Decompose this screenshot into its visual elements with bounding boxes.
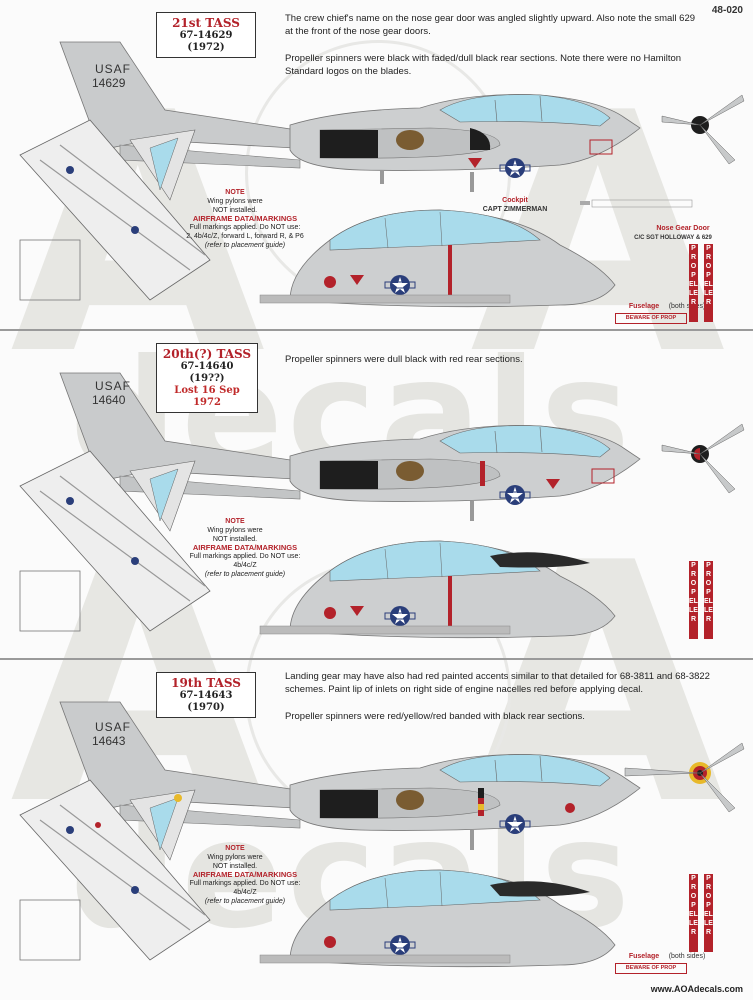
cockpit-label: Cockpit xyxy=(502,197,528,204)
propeller-stencil-strip-2: PROPELLER xyxy=(704,561,713,639)
tail-code-top: USAF xyxy=(95,62,132,76)
pylon-note-text: Wing pylons were NOT installed. xyxy=(207,198,263,214)
airframe-data-header: AIRFRAME DATA/MARKINGS xyxy=(192,543,298,552)
airframe-data-line1: Full markings applied. Do NOT use: xyxy=(189,224,301,231)
scheme-note-2: Propeller spinners were red/yellow/red b… xyxy=(285,711,585,722)
serial-number: 67-14640 xyxy=(180,361,234,372)
pylon-note-label: NOTE Wing pylons were NOT installed. xyxy=(200,188,270,215)
scheme-note-1: The crew chief's name on the nose gear d… xyxy=(285,13,696,37)
section-divider-2 xyxy=(0,658,753,660)
side-view-aircraft xyxy=(59,41,745,208)
fuselage-sub-label: (both sides) xyxy=(668,303,706,310)
scheme-title-box: 21st TASS 67-14629 (1972) xyxy=(156,12,256,58)
scheme-section-1: 21st TASS 67-14629 (1972) The crew chief… xyxy=(0,0,753,329)
pylon-note-label: NOTE Wing pylons were NOT installed. xyxy=(200,517,270,544)
pylon-note-text: Wing pylons were NOT installed. xyxy=(207,527,263,543)
unit-title: 19th TASS xyxy=(171,676,241,690)
pylon-note-header: NOTE xyxy=(225,189,245,196)
scheme-title-box: 20th(?) TASS 67-14640 (19??) Lost 16 Sep… xyxy=(156,343,258,413)
scheme-section-3: 19th TASS 67-14643 (1970) Landing gear m… xyxy=(0,660,753,1000)
plan-view-aircraft xyxy=(19,450,211,632)
airframe-data-block: AIRFRAME DATA/MARKINGS Full markings app… xyxy=(185,543,305,579)
scheme-year: (19??) xyxy=(189,373,225,384)
propeller-stencil-strip: PROPELLER xyxy=(689,244,698,322)
pylon-note-header: NOTE xyxy=(225,518,245,525)
unit-title: 21st TASS xyxy=(172,16,240,30)
propeller-stencil-strip: PROPELLER xyxy=(689,874,698,952)
beware-of-prop-decal: BEWARE OF PROP xyxy=(615,963,687,974)
propeller-stencil-strip-2: PROPELLER xyxy=(704,874,713,952)
scheme-note-2: Propeller spinners were black with faded… xyxy=(285,53,682,77)
scheme-note-1: Propeller spinners were dull black with … xyxy=(285,354,523,365)
unit-title: 20th(?) TASS xyxy=(162,347,252,361)
loss-note: Lost 16 Sep 1972 xyxy=(174,385,240,408)
detail-view-fuselage xyxy=(259,209,616,308)
fuselage-sub-label: (both sides) xyxy=(668,953,706,960)
airframe-data-line1: Full markings applied. Do NOT use: xyxy=(189,880,301,887)
airframe-data-header: AIRFRAME DATA/MARKINGS xyxy=(192,214,298,223)
plan-view-aircraft xyxy=(19,119,211,301)
sheet-number: 48-020 xyxy=(711,5,743,16)
beware-of-prop-decal: BEWARE OF PROP xyxy=(615,313,687,324)
section-divider-1 xyxy=(0,329,753,331)
detail-view-fuselage xyxy=(259,869,616,968)
scheme-year: (1972) xyxy=(187,42,225,53)
tail-code-bottom: 14643 xyxy=(92,734,126,748)
footer-website: www.AOAdecals.com xyxy=(650,984,743,994)
pylon-note-header: NOTE xyxy=(225,845,245,852)
nose-gear-door-label: Nose Gear Door xyxy=(656,225,710,232)
scheme-note-1: Landing gear may have also had red paint… xyxy=(285,671,710,695)
airframe-data-line2: 2, 4b/4c/Z, forward L, forward R, & P6 xyxy=(186,233,304,240)
airframe-data-line3: (refer to placement guide) xyxy=(204,242,286,249)
propeller-stencil-strip: PROPELLER xyxy=(689,561,698,639)
propeller-stencil-strip-2: PROPELLER xyxy=(704,244,713,322)
scheme-title-box: 19th TASS 67-14643 (1970) xyxy=(156,672,256,718)
nose-gear-door-name: C/C SGT HOLLOWAY & 629 xyxy=(634,235,712,241)
side-view-aircraft xyxy=(59,701,745,850)
airframe-data-block: AIRFRAME DATA/MARKINGS Full markings app… xyxy=(185,214,305,250)
pylon-note-label: NOTE Wing pylons were NOT installed. xyxy=(200,844,270,871)
scheme-year: (1970) xyxy=(187,702,225,713)
airframe-data-line2: 4b/4c/Z xyxy=(233,889,257,896)
airframe-data-line2: 4b/4c/Z xyxy=(233,562,257,569)
airframe-data-line1: Full markings applied. Do NOT use: xyxy=(189,553,301,560)
cockpit-name-decal: CAPT ZIMMERMAN xyxy=(482,206,548,213)
tail-code-top: USAF xyxy=(95,720,132,734)
fuselage-label: Fuselage xyxy=(628,303,660,310)
tail-code-top: USAF xyxy=(95,379,132,393)
airframe-data-line3: (refer to placement guide) xyxy=(204,571,286,578)
plan-view-aircraft xyxy=(19,779,211,961)
detail-view-fuselage xyxy=(259,540,616,639)
fuselage-label: Fuselage xyxy=(628,953,660,960)
airframe-data-line3: (refer to placement guide) xyxy=(204,898,286,905)
serial-number: 67-14643 xyxy=(179,690,233,701)
airframe-data-header: AIRFRAME DATA/MARKINGS xyxy=(192,870,298,879)
tail-code-bottom: 14640 xyxy=(92,393,126,407)
airframe-data-block: AIRFRAME DATA/MARKINGS Full markings app… xyxy=(185,870,305,906)
serial-number: 67-14629 xyxy=(179,30,233,41)
tail-code-bottom: 14629 xyxy=(92,76,126,90)
pylon-note-text: Wing pylons were NOT installed. xyxy=(207,854,263,870)
scheme-section-2: 20th(?) TASS 67-14640 (19??) Lost 16 Sep… xyxy=(0,331,753,658)
